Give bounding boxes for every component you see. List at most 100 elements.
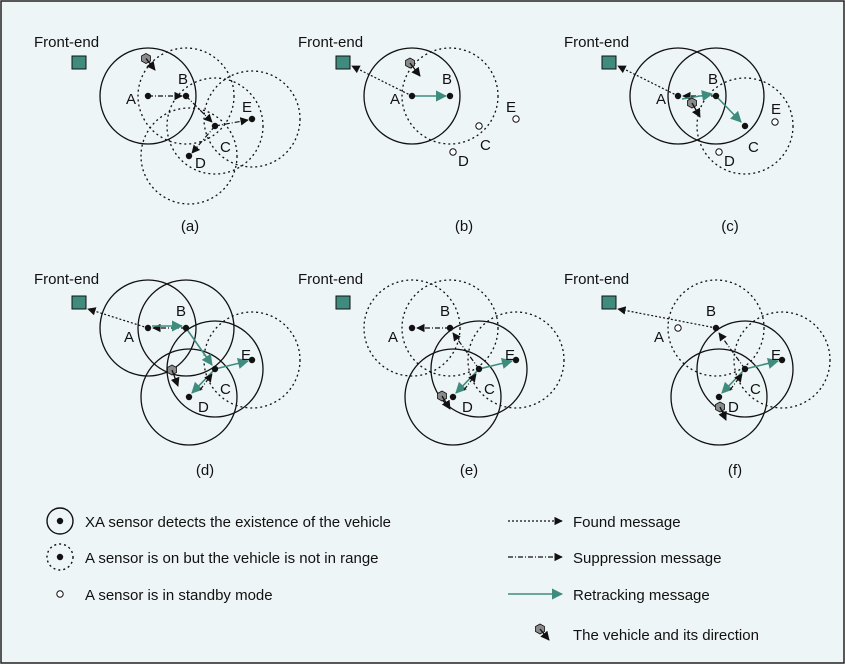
vehicle-icon [141,53,156,71]
retracking-message-arrow [721,368,746,394]
sensor-node-c [211,122,219,130]
retracking-message-arrow [681,90,714,102]
sensor-node-a [674,92,682,100]
messages [617,65,742,123]
node-labels: A B C D E [656,71,781,170]
messages [416,323,514,394]
panel-a: A B C D E Front-end (a) [34,34,301,235]
node-label-b: B [442,71,452,88]
vehicle-icon [687,97,701,118]
coverage-circle-b [137,279,235,377]
coverage-circle-c [166,77,264,175]
panel-caption-d: (d) [196,462,214,479]
messages [351,65,448,102]
node-label-a: A [126,91,136,108]
node-labels: A B C D E [654,303,781,416]
coverage-circle-b [401,47,499,145]
sensor-node-b [712,92,720,100]
legend-on-symbol [46,543,74,571]
legend-vehicle-icon [535,623,550,641]
retracking-message-arrow [191,368,216,394]
node-label-b: B [176,303,186,320]
sensor-node-c [211,365,219,373]
suppression-message-arrow [199,373,213,391]
front-end-box [601,55,617,70]
node-label-e: E [505,347,515,364]
front-end-box [71,295,87,310]
sensor-node-e [248,356,256,364]
node-label-e: E [771,101,781,118]
panel-c: A B C D E Front-end (c) [564,34,794,235]
node-label-e: E [241,347,251,364]
suppression-message-arrow [214,117,249,127]
front-end: Front-end [34,34,99,70]
found-message-arrow [617,306,717,329]
front-end: Front-end [564,34,629,70]
node-labels: A B C D E [124,303,251,416]
node-label-d: D [462,399,473,416]
legend-standby-label: A sensor is in standby mode [85,587,273,604]
retracking-message-arrow [478,357,514,370]
front-end-label: Front-end [298,34,363,51]
messages [87,307,250,394]
front-end-label: Front-end [34,271,99,288]
node-label-b: B [178,71,188,88]
suppression-message-arrow [191,125,216,154]
node-label-e: E [506,99,516,116]
messages [617,306,780,394]
suppression-message-arrow [452,332,480,370]
coverage-circles [667,279,831,446]
node-labels: A B C D E [126,71,252,172]
coverage-circle-c [430,320,528,418]
coverage-circle-b [667,279,765,377]
node-label-e: E [242,99,252,116]
legend-suppression-label: Suppression message [573,550,721,567]
sensor-node-b [446,324,454,332]
coverage-circle-d [670,348,768,446]
front-end: Front-end [298,34,363,70]
suppression-message-arrow [185,95,213,123]
coverage-circle-d [404,348,502,446]
front-end-label: Front-end [564,34,629,51]
front-end-box [335,55,351,70]
front-end: Front-end [34,271,99,310]
messages [148,91,249,154]
node-label-b: B [708,71,718,88]
node-label-a: A [654,329,664,346]
panel-e: A B C D E Front-end (e) [298,271,565,479]
legend-on-label: A sensor is on but the vehicle is not in… [85,550,379,567]
coverage-circle-c [696,77,794,175]
coverage-circle-b [667,47,765,145]
sensor-node-d [185,393,193,401]
sensor-node-b [446,92,454,100]
sensor-node-c [741,122,749,130]
sensor-nodes [408,324,520,401]
sensor-node-d [449,148,457,156]
legend-found-label: Found message [573,514,681,531]
coverage-circles [629,47,794,175]
coverage-circle-a [363,279,461,377]
front-end-box [71,55,87,70]
suppression-message-arrow [729,373,743,391]
sensor-nodes [408,92,520,156]
found-message-arrow [87,307,149,329]
sensor-node-d [185,152,193,160]
node-label-a: A [390,91,400,108]
sensor-node-d [449,393,457,401]
retracking-message-arrow [715,95,742,123]
sensor-nodes [674,92,779,156]
vehicle-icon [405,57,421,77]
coverage-circle-a [99,47,197,145]
front-end-label: Front-end [34,34,99,51]
sensor-node-c [475,122,483,130]
retracking-message-arrow [455,368,480,394]
node-label-c: C [220,139,231,156]
coverage-circles [363,279,565,446]
coverage-circle-a [629,47,727,145]
legend-vehicle-label: The vehicle and its direction [573,627,759,644]
node-label-b: B [706,303,716,320]
node-label-a: A [388,329,398,346]
coverage-circle-a [99,279,197,377]
legend-detect-label: XA sensor detects the existence of the v… [85,514,391,531]
